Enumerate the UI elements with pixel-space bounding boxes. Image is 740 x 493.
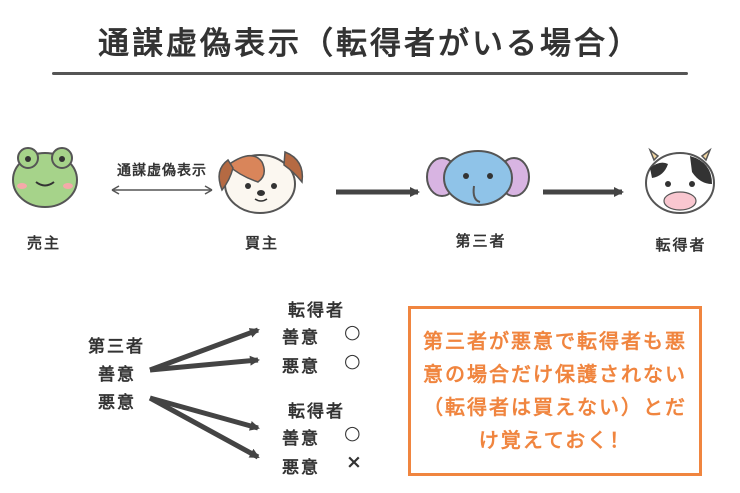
title-underline xyxy=(52,72,688,75)
not-protected-mark: × xyxy=(346,451,362,473)
matrix-arrow-bad-faith-1 xyxy=(149,395,260,431)
subsequent-acquirer-label: 転得者 xyxy=(655,236,707,254)
page-title: 通謀虚偽表示（転得者がいる場合） xyxy=(98,26,642,62)
seller-label: 売主 xyxy=(26,234,61,252)
acquirer-good-faith-label-1: 善意 xyxy=(282,328,320,348)
third-party-bad-faith-label: 悪意 xyxy=(98,393,136,413)
protected-mark-2: ○ xyxy=(344,350,361,372)
acquirer-bad-faith-label-1: 悪意 xyxy=(282,357,320,377)
elephant-icon xyxy=(426,150,530,206)
summary-note-box: 第三者が悪意で転得者も悪意の場合だけ保護されない（転得者は買えない）とだけ覚えて… xyxy=(408,306,702,476)
buyer-label: 買主 xyxy=(244,234,279,252)
acquirer-heading-2: 転得者 xyxy=(288,402,345,422)
acquirer-good-faith-label-2: 善意 xyxy=(282,429,320,449)
matrix-arrow-bad-faith-2 xyxy=(148,395,260,460)
acquirer-heading-1: 転得者 xyxy=(288,301,345,321)
matrix-arrow-good-faith-2 xyxy=(149,355,260,373)
cow-icon xyxy=(645,147,715,214)
third-party-label: 第三者 xyxy=(455,232,507,250)
third-party-good-faith-label: 善意 xyxy=(98,365,136,385)
matrix-third-party-label: 第三者 xyxy=(88,337,145,357)
acquirer-bad-faith-label-2: 悪意 xyxy=(282,458,320,478)
protected-mark-1: ○ xyxy=(344,321,361,343)
summary-note-text: 第三者が悪意で転得者も悪意の場合だけ保護されない（転得者は買えない）とだけ覚えて… xyxy=(423,329,687,452)
matrix-arrow-good-faith-1 xyxy=(149,327,260,373)
dog-icon xyxy=(218,150,304,214)
false-transaction-arrow xyxy=(111,185,213,195)
protected-mark-3: ○ xyxy=(344,422,361,444)
false-transaction-label: 通謀虚偽表示 xyxy=(117,163,207,179)
frog-icon xyxy=(12,147,78,208)
